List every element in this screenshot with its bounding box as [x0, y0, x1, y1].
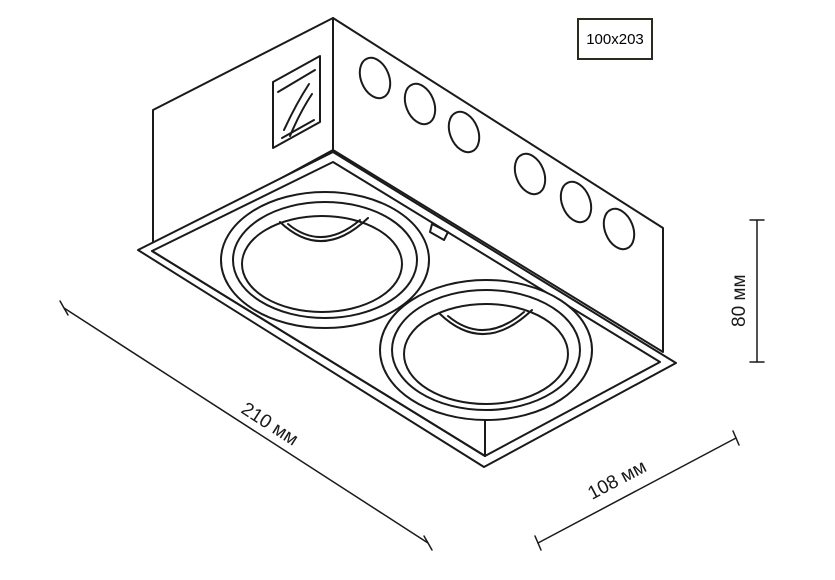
lamp-module-1 — [220, 191, 430, 329]
model-badge: 100x203 — [577, 18, 653, 60]
fixture-body — [137, 17, 677, 468]
dimension-lines — [59, 219, 765, 551]
lamp-module-2 — [379, 279, 593, 421]
center-bracket — [429, 223, 449, 241]
width-dimension-label: 108 мм — [585, 456, 651, 504]
side-connector — [272, 55, 321, 149]
height-dimension-label: 80 мм — [729, 274, 750, 327]
mounting-holes — [358, 56, 636, 251]
width-dimension-line — [537, 437, 737, 544]
length-dimension-label: 210 мм — [237, 399, 301, 451]
housing-back-face — [332, 17, 664, 353]
length-dimension-line — [63, 307, 429, 544]
